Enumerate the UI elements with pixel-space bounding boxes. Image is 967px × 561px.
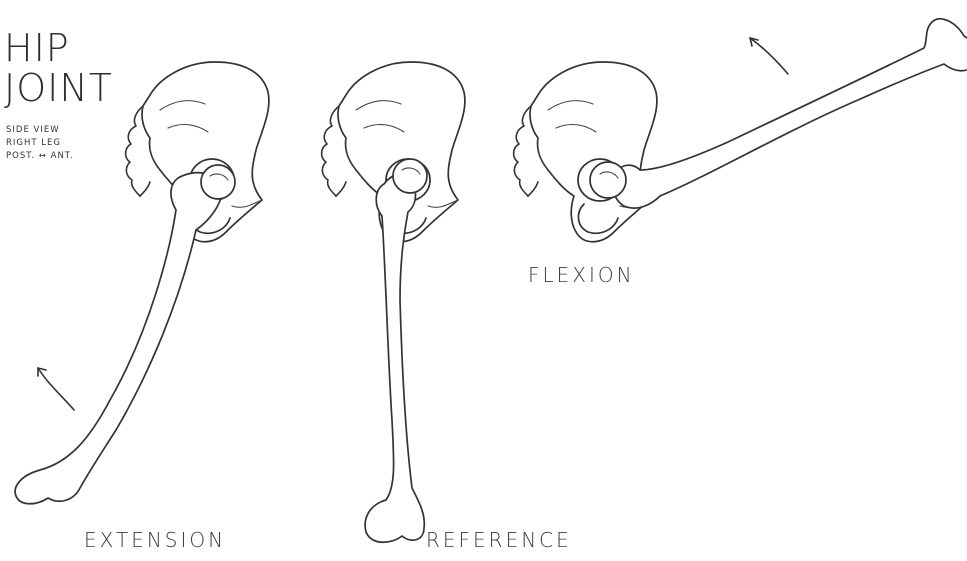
femoral-head-extension: [201, 165, 235, 199]
arrow-extension: [38, 368, 74, 410]
femoral-head-reference: [393, 159, 427, 193]
femoral-head-flexion: [590, 162, 626, 198]
figure-reference: [322, 62, 465, 542]
figure-flexion: [514, 19, 967, 242]
figure-extension: [15, 62, 269, 504]
caption-reference: REFERENCE: [426, 528, 572, 552]
pelvis-flexion: [514, 62, 657, 242]
caption-extension: EXTENSION: [84, 528, 226, 552]
caption-flexion: FLEXION: [528, 263, 635, 287]
arrow-flexion: [750, 38, 788, 74]
femur-extension: [15, 173, 222, 504]
femur-flexion: [613, 19, 967, 208]
